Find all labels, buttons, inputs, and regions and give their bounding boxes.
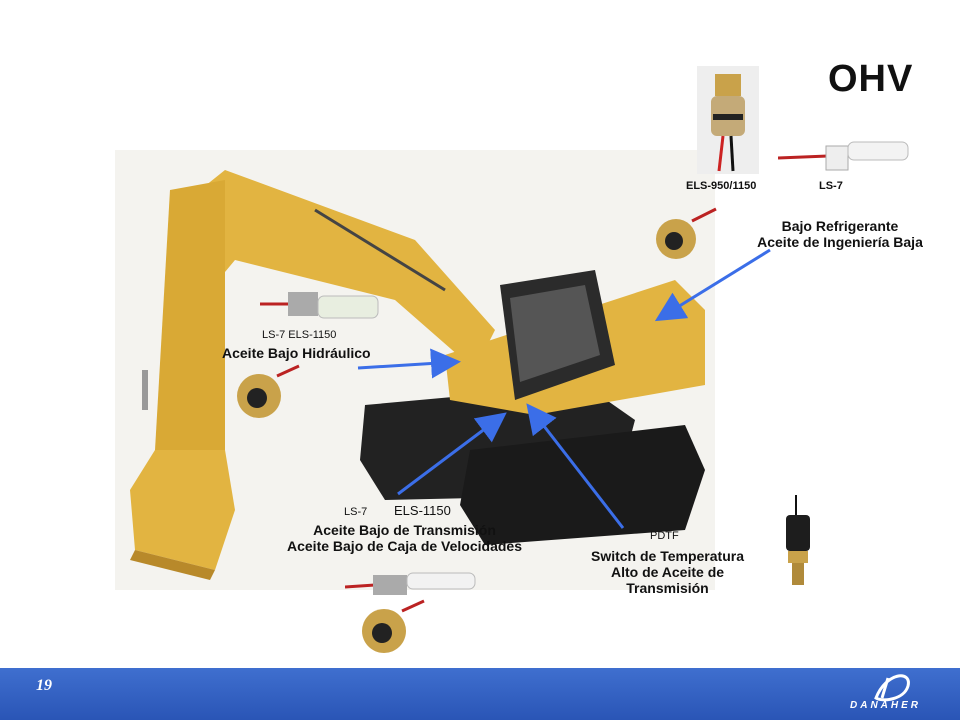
transmission-line-1: Aceite Bajo de Transmisión	[313, 522, 496, 538]
arrow-pdtf	[526, 403, 625, 529]
fitting-hydraulic-photo	[237, 364, 300, 418]
transmission-line-2: Aceite Bajo de Caja de Velocidades	[287, 538, 522, 554]
ls7-transmission-photo	[345, 572, 476, 595]
transmission-code-a: LS-7	[344, 506, 368, 518]
coolant-line-2: Aceite de Ingeniería Baja	[757, 234, 923, 250]
page-number: 19	[36, 677, 52, 694]
top-left-sensor-label: ELS-950/1150	[686, 180, 757, 192]
arrow-hydraulic	[357, 348, 461, 379]
els-950-sensor-photo	[697, 66, 759, 174]
pdtf-line-1: Switch de Temperatura	[590, 548, 744, 564]
ls7-hydraulic-photo	[260, 292, 379, 319]
danaher-logo-icon	[874, 674, 910, 702]
footer-bar	[0, 668, 960, 720]
hydraulic-label: Aceite Bajo Hidráulico	[222, 345, 371, 361]
pdtf-line-3: Transmisión	[626, 580, 709, 596]
pdtf-switch-photo	[786, 495, 810, 585]
pdtf-line-2: Alto de Aceite de	[610, 564, 725, 580]
pdtf-label: Switch de Temperatura Alto de Aceite de …	[575, 548, 760, 596]
fitting-coolant-photo	[656, 207, 717, 259]
coolant-label: Bajo Refrigerante Aceite de Ingeniería B…	[720, 218, 960, 250]
arrow-coolant	[654, 248, 771, 322]
fitting-transmission-photo	[362, 599, 425, 653]
top-right-sensor-label: LS-7	[819, 180, 843, 192]
pdtf-code: PDTF	[650, 530, 679, 542]
arrow-transmission	[397, 412, 507, 496]
excavator-illustration	[115, 150, 715, 590]
transmission-label: Aceite Bajo de Transmisión Aceite Bajo d…	[262, 522, 547, 554]
danaher-wordmark: DANAHER	[850, 700, 921, 711]
coolant-line-1: Bajo Refrigerante	[781, 218, 899, 234]
ls7-sensor-photo	[778, 141, 909, 171]
hydraulic-codes: LS-7 ELS-1150	[262, 329, 337, 341]
page-title: OHV	[828, 58, 914, 100]
transmission-code-b: ELS-1150	[394, 503, 451, 518]
